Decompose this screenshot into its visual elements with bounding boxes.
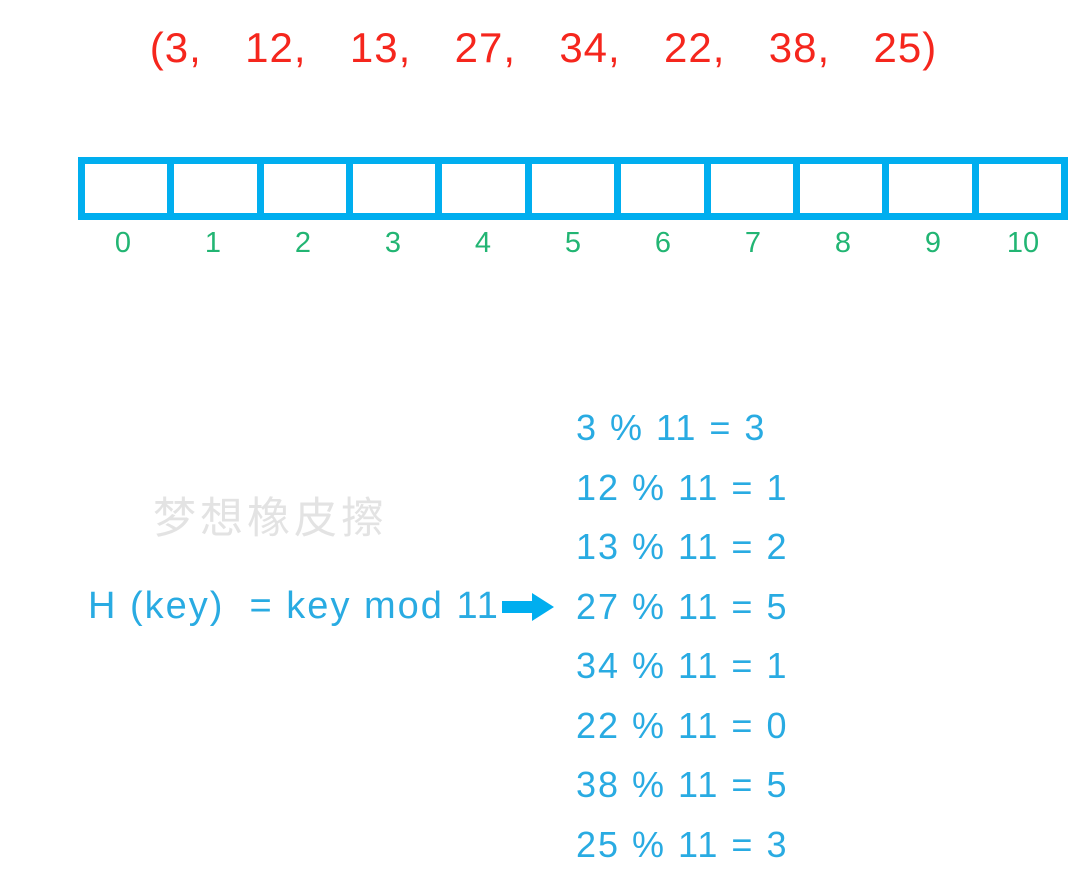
keys-tuple-text: (3, 12, 13, 27, 34, 22, 38, 25) bbox=[0, 24, 1087, 72]
index-label-row: 0 1 2 3 4 5 6 7 8 9 10 bbox=[78, 227, 1068, 260]
index-label-2: 2 bbox=[258, 227, 348, 260]
hash-cell-2 bbox=[264, 164, 353, 213]
right-arrow-icon bbox=[502, 593, 554, 621]
hash-equation-4: 34 % 11 = 1 bbox=[576, 636, 788, 696]
index-label-1: 1 bbox=[168, 227, 258, 260]
hash-equation-2: 13 % 11 = 2 bbox=[576, 517, 788, 577]
hash-cell-3 bbox=[353, 164, 442, 213]
hash-cell-6 bbox=[621, 164, 710, 213]
index-label-10: 10 bbox=[978, 227, 1068, 260]
hash-cell-9 bbox=[889, 164, 978, 213]
hash-equation-0: 3 % 11 = 3 bbox=[576, 398, 788, 458]
hash-cell-8 bbox=[800, 164, 889, 213]
index-label-7: 7 bbox=[708, 227, 798, 260]
hash-equation-3: 27 % 11 = 5 bbox=[576, 577, 788, 637]
index-label-3: 3 bbox=[348, 227, 438, 260]
index-label-0: 0 bbox=[78, 227, 168, 260]
hash-equation-1: 12 % 11 = 1 bbox=[576, 458, 788, 518]
index-label-6: 6 bbox=[618, 227, 708, 260]
hash-results-list: 3 % 11 = 3 12 % 11 = 1 13 % 11 = 2 27 % … bbox=[576, 398, 788, 874]
index-label-4: 4 bbox=[438, 227, 528, 260]
hash-cell-5 bbox=[532, 164, 621, 213]
hash-formula-text: H (key) = key mod 11 bbox=[88, 586, 500, 626]
hash-cell-7 bbox=[711, 164, 800, 213]
index-label-5: 5 bbox=[528, 227, 618, 260]
hash-equation-7: 25 % 11 = 3 bbox=[576, 815, 788, 874]
hash-cell-4 bbox=[442, 164, 531, 213]
index-label-9: 9 bbox=[888, 227, 978, 260]
hash-table-array bbox=[78, 157, 1068, 220]
hash-equation-6: 38 % 11 = 5 bbox=[576, 755, 788, 815]
hash-cell-1 bbox=[174, 164, 263, 213]
hash-cell-0 bbox=[85, 164, 174, 213]
index-label-8: 8 bbox=[798, 227, 888, 260]
hash-cell-10 bbox=[979, 164, 1061, 213]
watermark-text: 梦想橡皮擦 bbox=[153, 484, 388, 546]
hash-equation-5: 22 % 11 = 0 bbox=[576, 696, 788, 756]
